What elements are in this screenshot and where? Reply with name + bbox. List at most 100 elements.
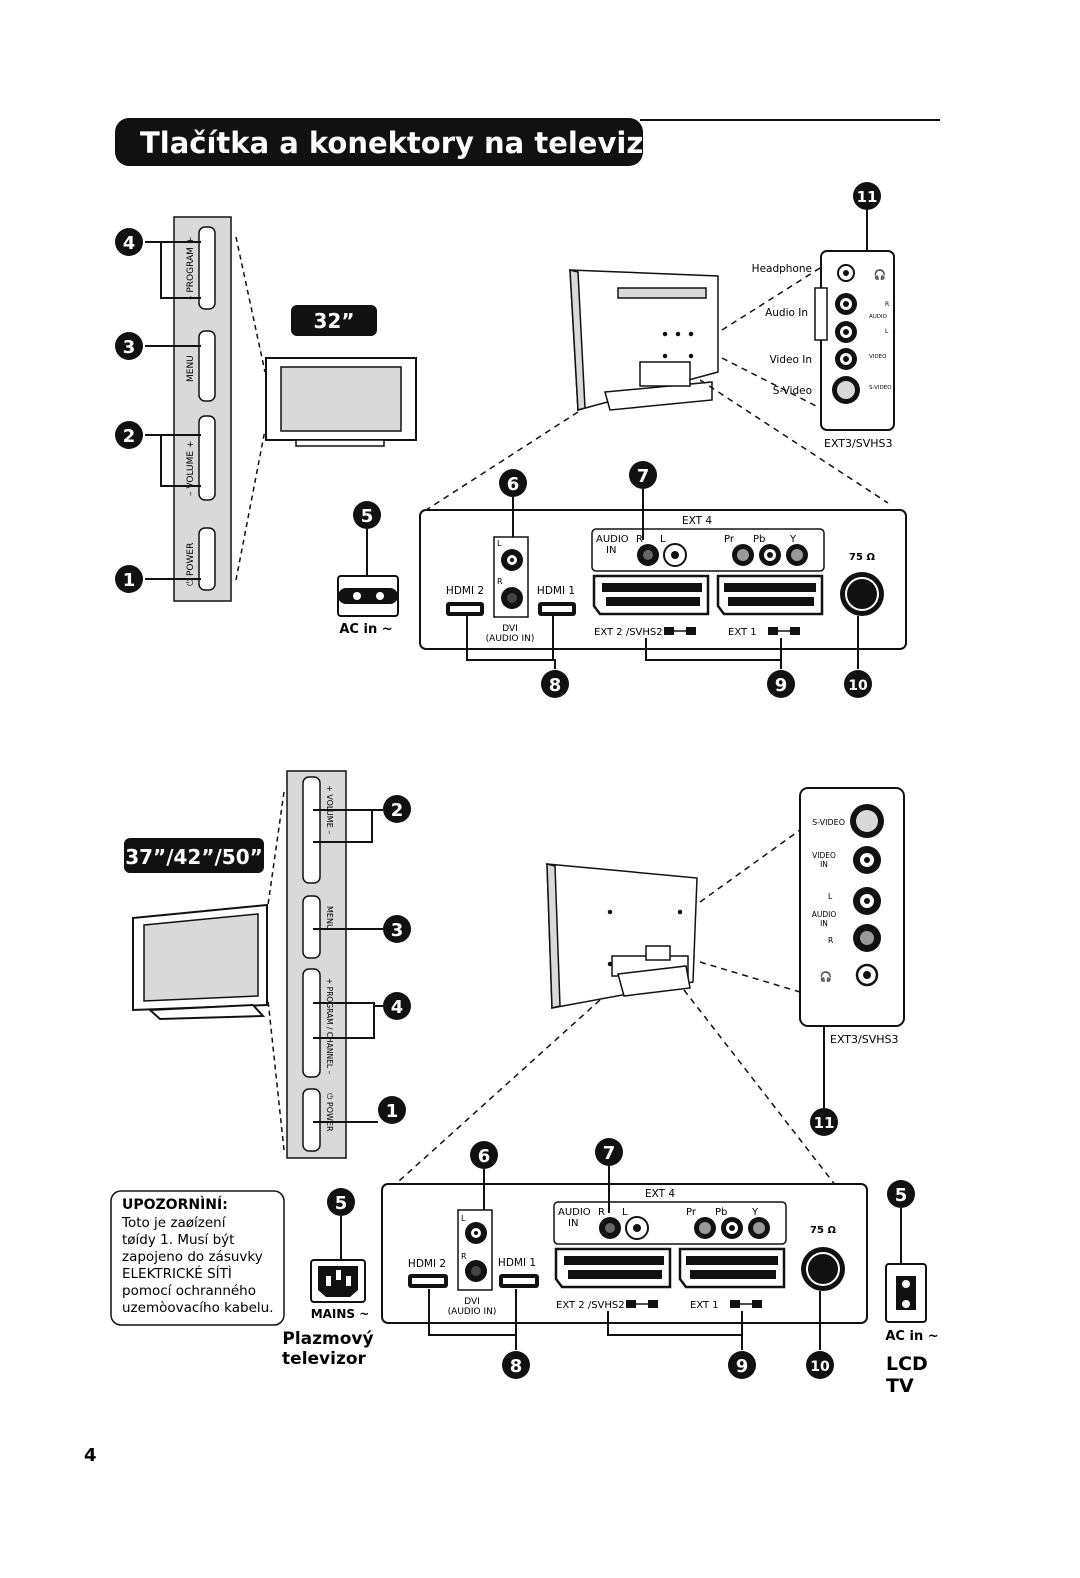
callout-4-37: 4 [383, 992, 411, 1020]
power-button[interactable] [198, 527, 216, 591]
svg-text:7: 7 [603, 1143, 616, 1164]
size-badge-37 [124, 838, 264, 873]
audio-label-32: AUDIO [596, 534, 629, 545]
callout-11-37: 11 [810, 1108, 838, 1136]
ext2-label-37: EXT 2 /SVHS2 [556, 1300, 625, 1311]
callout-3-37: 3 [383, 915, 411, 943]
power-button-37[interactable] [302, 1088, 321, 1152]
ext1-label-37: EXT 1 [690, 1300, 719, 1311]
svg-text:10: 10 [848, 678, 868, 694]
ext4-label-32: EXT 4 [682, 515, 712, 527]
in-label-32: IN [606, 545, 616, 556]
lcd-label-line2: TV [886, 1375, 914, 1397]
ohm-label-32: 75 Ω [849, 552, 875, 563]
audio-in-label-37: AUDIO [812, 910, 837, 919]
audio-in-label: Audio In [765, 307, 808, 319]
title-banner [115, 118, 643, 166]
zoom-dashes-37 [267, 791, 285, 1151]
ext4-label-37: EXT 4 [645, 1188, 675, 1200]
audio-r-label-37: R [828, 936, 833, 945]
pb-label-37: Pb [715, 1207, 727, 1218]
dvi-label-37: DVI [464, 1297, 480, 1307]
program-button-37[interactable] [302, 968, 321, 1078]
callout-2-32: 2 [115, 421, 143, 449]
ext4-l-label-37: L [622, 1207, 628, 1218]
callout-6-37: 6 [470, 1141, 498, 1169]
volume-button-37[interactable] [302, 776, 321, 884]
dvi-l-label-32: L [497, 539, 502, 548]
callout-1-32: 1 [115, 565, 143, 593]
dvi-audio-label-37: (AUDIO IN) [448, 1307, 497, 1317]
svg-text:11: 11 [814, 1114, 835, 1132]
program-label: – PROGRAM + [186, 237, 196, 300]
power-label-37: ⏻ POWER [325, 1093, 334, 1132]
svg-text:3: 3 [391, 920, 404, 941]
callout-4-32: 4 [115, 228, 143, 256]
tv-front-32 [265, 357, 417, 447]
tv-front-37 [132, 903, 268, 1021]
program-button[interactable] [198, 226, 216, 310]
power-label: ⏻ POWER [185, 543, 196, 586]
side-jack-panel-37: 🎧 [799, 787, 905, 1027]
plasma-label-line1: Plazmový [282, 1329, 373, 1349]
svg-text:8: 8 [510, 1356, 523, 1377]
scart-icons-37 [626, 1300, 762, 1308]
callout-5-lcd: 5 [887, 1180, 915, 1208]
ac-in-label-lcd: AC in ~ [885, 1329, 938, 1344]
leader-lines-32-rear [466, 489, 859, 669]
menu-label: MENU [186, 355, 196, 382]
ext4-l-label-32: L [660, 534, 666, 545]
ext4-rca-jacks-37 [599, 1216, 770, 1240]
ext4-r-label-32: R [636, 534, 643, 545]
mains-socket-37 [310, 1259, 366, 1303]
page-title: Tlačítka a konektory na televizoru [140, 126, 698, 160]
page-number: 4 [84, 1445, 97, 1466]
svg-text:6: 6 [507, 474, 520, 495]
pr-label-32: Pr [724, 534, 735, 545]
leader-lines-37-left [313, 809, 383, 1123]
headphone-label: Headphone [752, 263, 812, 275]
warning-box [110, 1190, 285, 1326]
svg-text:5: 5 [895, 1185, 908, 1206]
side-audio-small: AUDIO [869, 314, 888, 320]
y-label-32: Y [789, 534, 797, 545]
menu-button[interactable] [198, 330, 216, 402]
callout-3-32: 3 [115, 332, 143, 360]
scart-ext2-37 [554, 1247, 672, 1289]
leader-lines-32-left [145, 241, 201, 580]
warning-line: Toto je zaøízení [121, 1215, 227, 1231]
warning-line: tøídy 1. Musí být [122, 1232, 234, 1248]
warning-line: zapojeno do zásuvky [122, 1249, 263, 1265]
svg-text:IN: IN [820, 919, 828, 928]
lcd-label-line1: LCD [886, 1353, 928, 1375]
svg-text:4: 4 [391, 997, 404, 1018]
warning-line: ELEKTRICKÉ SÍTÌ [122, 1265, 232, 1282]
audio-label-37: AUDIO [558, 1207, 591, 1218]
dvi-r-label-32: R [497, 577, 503, 586]
size-label-37: 37”/42”/50” [125, 845, 263, 869]
callout-8-32: 8 [541, 670, 569, 698]
pb-label-32: Pb [753, 534, 765, 545]
callout-6-32: 6 [499, 469, 527, 497]
volume-button[interactable] [198, 415, 216, 501]
svg-text:1: 1 [386, 1101, 399, 1122]
mains-label: MAINS ~ [311, 1307, 370, 1321]
size-badge-32 [291, 305, 377, 336]
svg-text:2: 2 [123, 426, 136, 447]
svg-text:🎧: 🎧 [820, 970, 832, 983]
hdmi1-label-32: HDMI 1 [537, 585, 575, 597]
ac-socket-32 [337, 575, 399, 617]
svg-text:4: 4 [123, 233, 136, 254]
svg-text:5: 5 [335, 1193, 348, 1214]
tv-rear-32 [569, 269, 719, 411]
pr-label-37: Pr [686, 1207, 697, 1218]
menu-label-37: MENU [325, 906, 334, 930]
dvi-audio-label-32: (AUDIO IN) [486, 634, 535, 644]
menu-button-37[interactable] [302, 895, 321, 959]
svg-text:7: 7 [637, 466, 650, 487]
svg-text:🎧: 🎧 [874, 268, 886, 281]
ext4-r-label-37: R [598, 1207, 605, 1218]
svg-text:IN: IN [820, 860, 828, 869]
callout-9-37: 9 [728, 1351, 756, 1379]
svg-text:5: 5 [361, 506, 374, 527]
